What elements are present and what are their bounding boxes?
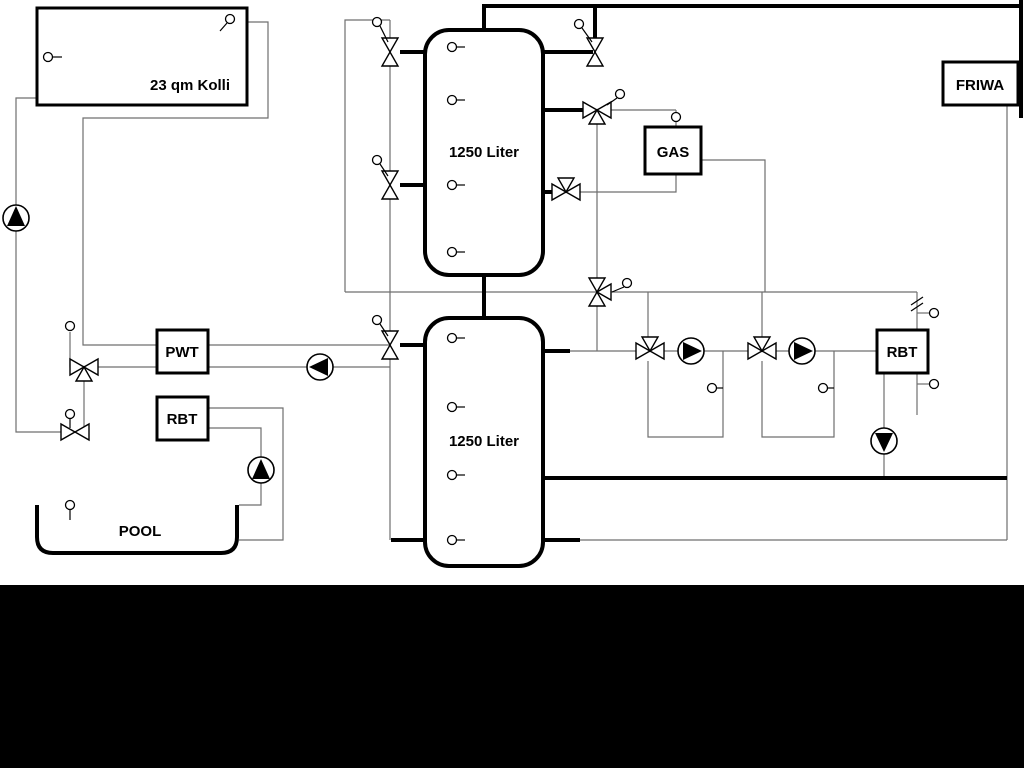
sensors (42, 13, 940, 546)
friwa-label: FRIWA (956, 77, 1004, 94)
heating-pump-1-icon (677, 337, 705, 365)
valve-icon (60, 422, 90, 442)
valve-actuator-icon (606, 88, 626, 106)
pwt-heat-exchanger-box: PWT (155, 328, 210, 375)
sensor-icon (64, 408, 76, 428)
pipe-break-marks (910, 296, 924, 312)
heating-pump-2-icon (788, 337, 816, 365)
valve-icon (380, 170, 400, 200)
gas-label: GAS (657, 144, 690, 161)
valve-actuator-icon (371, 154, 389, 177)
sensor-icon (670, 111, 682, 123)
sensor-icon (446, 401, 465, 413)
sensor-icon (928, 378, 940, 390)
three-way-valve-icon (551, 177, 581, 202)
sensor-icon (446, 94, 465, 106)
sensor-icon (64, 499, 76, 520)
valve-actuator-icon (573, 18, 593, 43)
valves (60, 37, 777, 442)
sensor-icon (706, 382, 723, 394)
collector-label: 23 qm Kolli (150, 77, 230, 94)
tank1-label: 1250 Liter (449, 144, 519, 161)
buffer-tank-2: 1250 Liter (423, 316, 545, 568)
rbt-left-box: RBT (155, 395, 210, 442)
gas-boiler-box: GAS (643, 125, 703, 176)
pool-pump-icon (247, 456, 275, 484)
tank2-label: 1250 Liter (449, 433, 519, 450)
three-way-valve-icon (587, 277, 612, 307)
pwt-label: PWT (165, 344, 198, 361)
valve-actuator-icon (371, 314, 389, 337)
valve-icon (380, 37, 400, 67)
three-way-valve-icon (582, 100, 612, 125)
sensor-icon (446, 246, 465, 258)
charge-pump-icon (306, 353, 334, 381)
sensor-icon (446, 332, 465, 344)
sensor-icon (446, 469, 465, 481)
pumps (2, 204, 898, 484)
sensor-icon (64, 320, 76, 332)
three-way-valve-icon (69, 357, 99, 382)
sensor-icon (446, 41, 465, 53)
three-way-valve-icon (635, 336, 665, 361)
rbt-right-box: RBT (875, 328, 930, 375)
rbt-right-label: RBT (887, 344, 918, 361)
letterbox-bottom (0, 585, 1024, 768)
friwa-box: FRIWA (941, 60, 1020, 107)
solar-pump-icon (2, 204, 30, 232)
pool-label: POOL (119, 523, 162, 540)
valve-actuator-icon (371, 16, 389, 43)
sensor-icon (219, 13, 236, 32)
sensor-icon (928, 307, 940, 319)
rbt-left-label: RBT (167, 411, 198, 428)
valve-actuator-icon (611, 277, 633, 293)
pipes-thick (391, 0, 1023, 542)
buffer-tank-1: 1250 Liter (423, 28, 545, 277)
sensor-icon (446, 534, 465, 546)
pool-shape: POOL (35, 505, 239, 555)
three-way-valve-icon (747, 336, 777, 361)
pipes-thin (15, 19, 1008, 541)
friwa-pump-icon (870, 427, 898, 455)
sensor-icon (446, 179, 465, 191)
valve-icon (380, 330, 400, 360)
sensor-icon (42, 51, 62, 63)
solar-collector-box: 23 qm Kolli (35, 6, 249, 107)
sensor-icon (817, 382, 834, 394)
